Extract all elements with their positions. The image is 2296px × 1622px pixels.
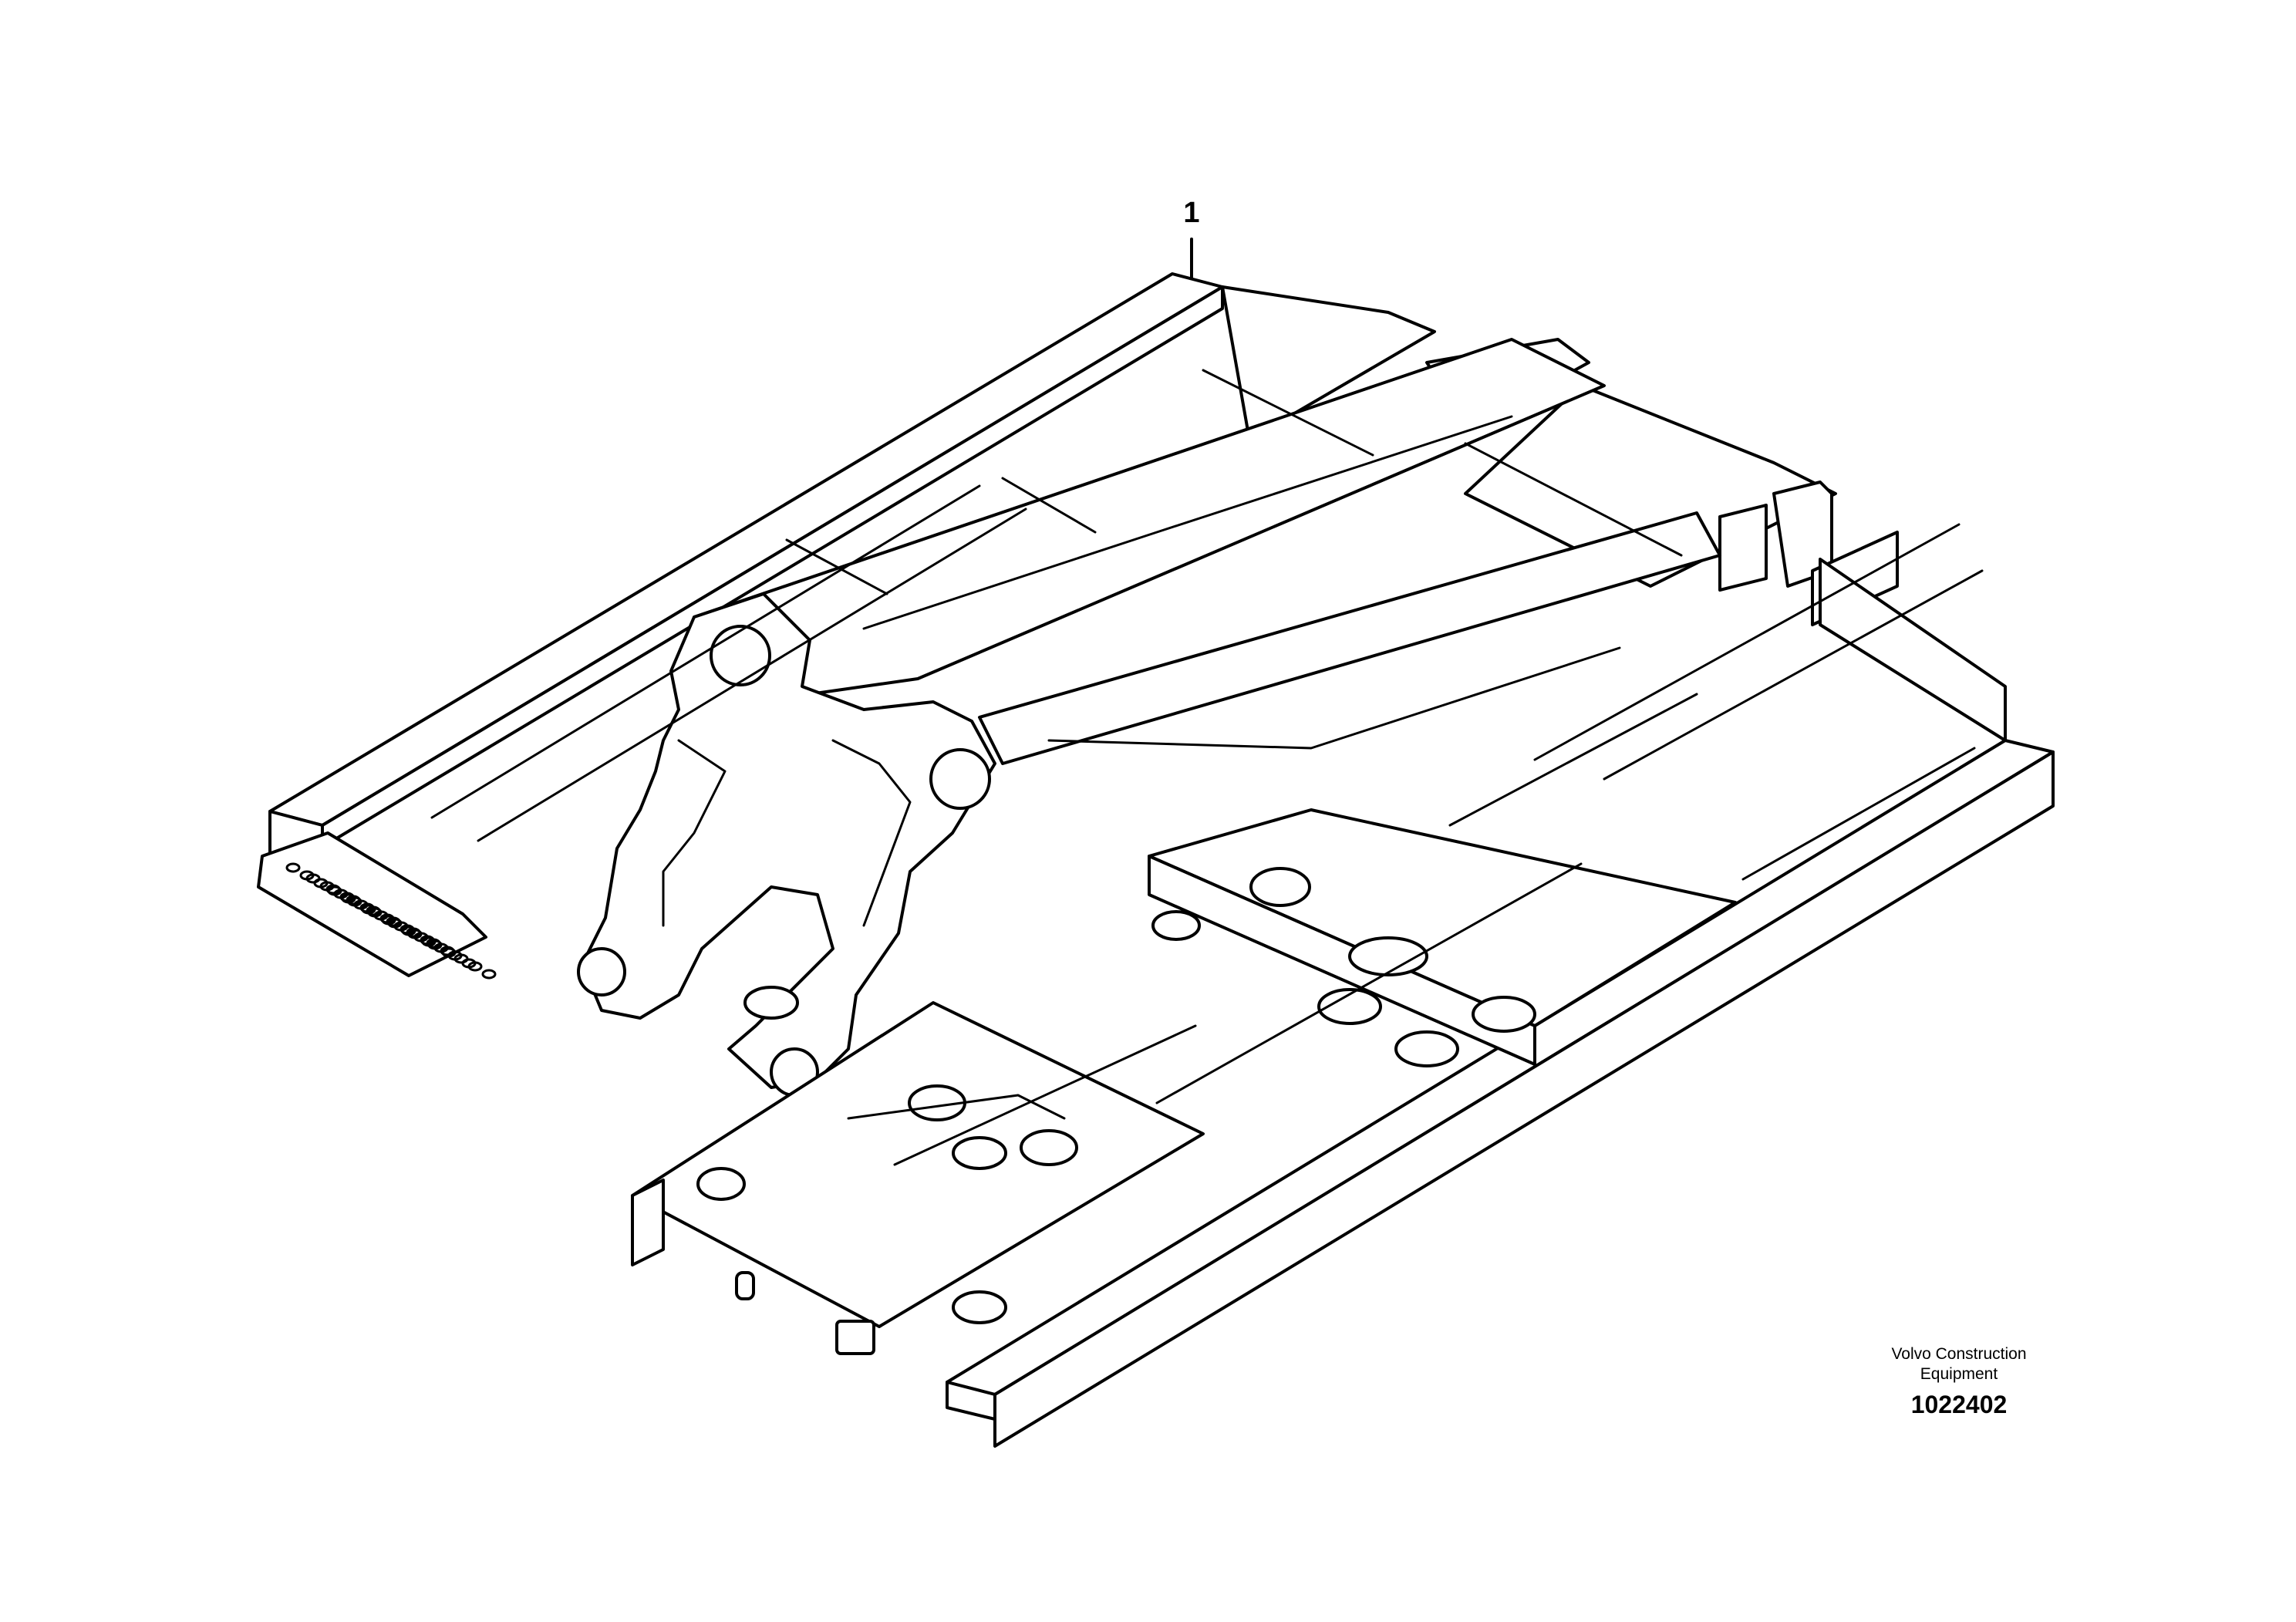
right-side-rail	[946, 739, 2055, 1448]
step-hole	[299, 870, 315, 881]
front-step-plate	[257, 831, 497, 980]
step-hole	[421, 936, 437, 947]
publisher-line-2: Equipment	[1920, 1365, 1998, 1383]
step-hole	[461, 958, 477, 969]
main-beam	[693, 338, 1721, 765]
lower-platform-frame	[631, 808, 1737, 1355]
step-hole	[381, 915, 396, 926]
illustration-number: 1022402	[1910, 1391, 2008, 1418]
step-hole	[401, 926, 416, 936]
step-hole	[481, 969, 497, 980]
publisher-credit: Volvo Construction Equipment	[1843, 1344, 2075, 1384]
callout-label-1: 1	[1183, 197, 1200, 229]
step-hole	[313, 878, 329, 889]
step-hole	[327, 885, 342, 896]
rear-cross-frame	[1221, 285, 2007, 742]
step-hole	[361, 904, 376, 915]
step-hole	[341, 893, 356, 904]
step-hole	[441, 947, 457, 958]
step-hole	[285, 862, 301, 873]
cross-members	[430, 369, 1984, 881]
publisher-line-1: Volvo Construction	[1891, 1345, 2027, 1363]
